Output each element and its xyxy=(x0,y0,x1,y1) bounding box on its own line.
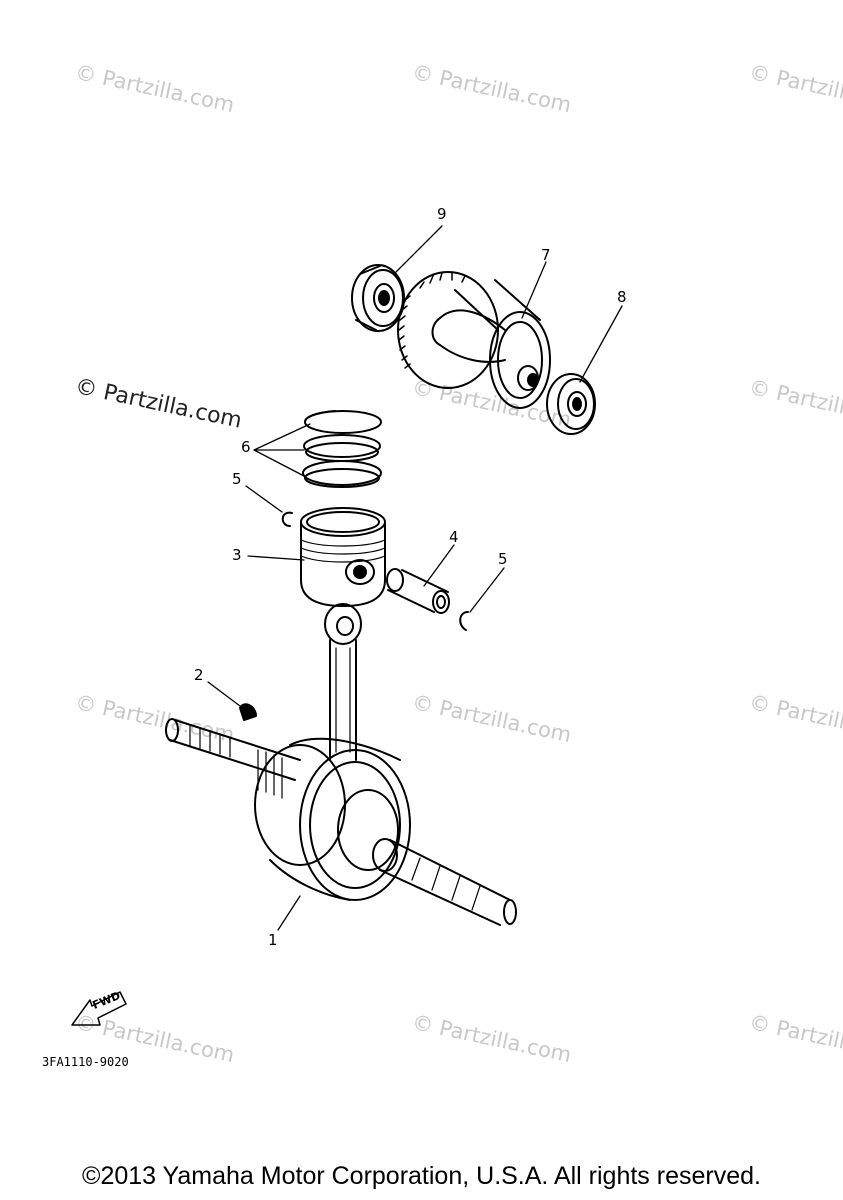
bearing-part-8 xyxy=(546,373,596,435)
crankshaft-part-1 xyxy=(165,603,517,926)
woodruff-key-part-2 xyxy=(239,703,257,721)
piston-part-3 xyxy=(300,507,386,607)
callout-number: 5 xyxy=(498,550,508,568)
callout-number: 6 xyxy=(241,438,251,456)
piston-pin-part-4 xyxy=(386,568,450,614)
callout-number: 5 xyxy=(232,470,242,488)
circlip-part-5b xyxy=(459,611,469,631)
leader-lines xyxy=(207,225,623,931)
callout-number: 8 xyxy=(617,288,627,306)
circlip-part-5a xyxy=(281,511,293,527)
catalog-code: 3FA1110-9020 xyxy=(42,1055,129,1069)
piston-rings-part-6 xyxy=(302,410,382,488)
copyright-notice: ©2013 Yamaha Motor Corporation, U.S.A. A… xyxy=(82,1162,761,1190)
callout-number: 9 xyxy=(437,205,447,223)
callout-number: 2 xyxy=(194,666,204,684)
callout-number: 3 xyxy=(232,546,242,564)
bearing-part-9 xyxy=(351,264,405,332)
callout-number: 4 xyxy=(449,528,459,546)
callout-number: 1 xyxy=(268,931,278,949)
balancer-shaft-part-7 xyxy=(397,271,551,409)
fwd-arrow-icon xyxy=(71,991,127,1026)
callout-number: 7 xyxy=(541,246,551,264)
